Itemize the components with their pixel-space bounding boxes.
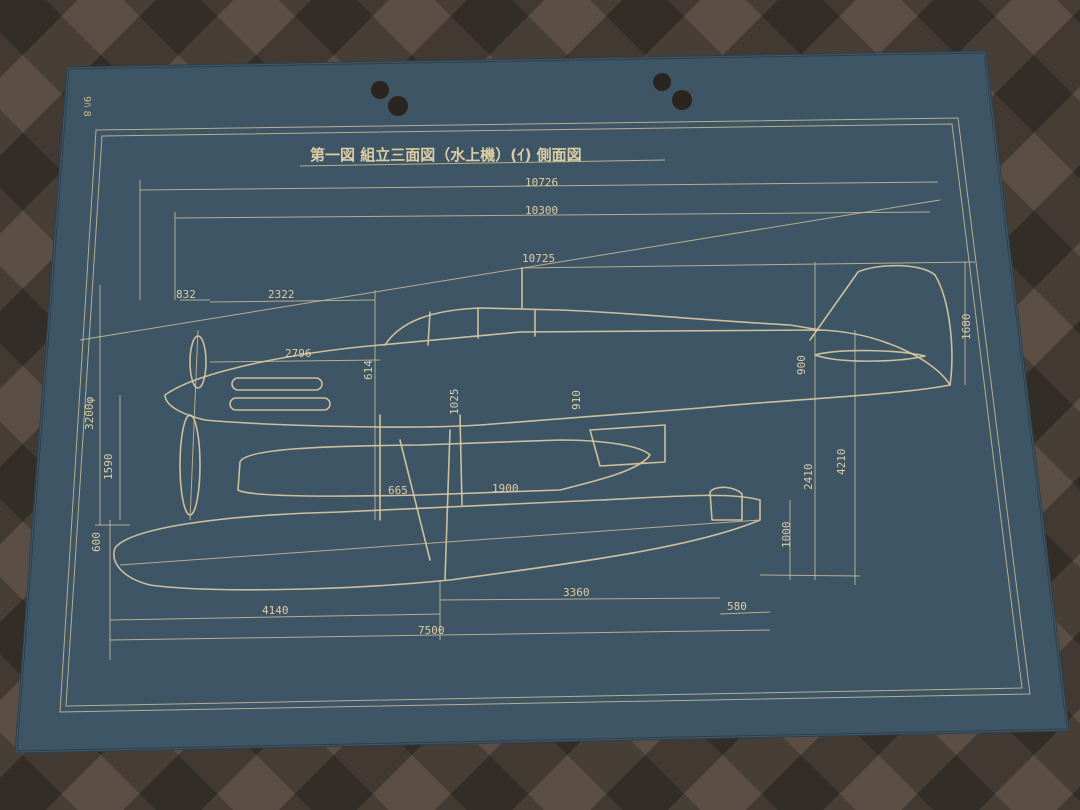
dim-float-length-front: 4140 <box>262 604 289 617</box>
dim-cowl-to-cockpit: 2796 <box>285 347 312 360</box>
dim-mid-d: 614 <box>362 360 375 380</box>
drawing-title: 第一図 組立三面図（水上機）(ｲ) 側面図 <box>310 146 582 164</box>
inner-frame <box>65 123 1023 707</box>
corner-note: 9ﾊ 8 <box>81 96 92 117</box>
dim-prop-lower: 1590 <box>102 454 115 481</box>
dim-rear-step: 1000 <box>780 522 793 549</box>
dim-float-tail: 580 <box>727 600 747 613</box>
dim-float-front: 600 <box>90 532 103 552</box>
outer-frame <box>59 117 1031 713</box>
dim-prop-diameter: 3200φ <box>83 397 96 430</box>
dim-strut-height: 2410 <box>802 464 815 491</box>
dim-nose-offset: 832 <box>176 288 196 301</box>
dim-fin-offset: 900 <box>795 355 808 375</box>
dim-float-length-rear: 3360 <box>563 586 590 599</box>
dim-wing-span-mark: 10725 <box>522 252 555 265</box>
fuselage-outline <box>164 329 951 428</box>
dim-mid-b: 1900 <box>492 482 519 495</box>
stabilizer-outline <box>814 349 926 362</box>
float-outline <box>113 494 761 591</box>
punch-hole-right <box>653 73 671 91</box>
dim-nose-to-wing: 2322 <box>268 288 295 301</box>
canopy-outline <box>384 307 821 346</box>
dim-float-total: 7500 <box>418 624 445 637</box>
dim-mid-c: 910 <box>570 390 583 410</box>
dim-overall-top: 10726 <box>525 176 558 189</box>
wing-outline <box>237 439 651 497</box>
dim-overall-second: 10300 <box>525 204 558 217</box>
dim-mid-a: 665 <box>388 484 408 497</box>
dim-mid-e: 1025 <box>448 389 461 416</box>
tail-fin-outline <box>809 264 953 386</box>
dim-overall-height: 4210 <box>835 449 848 476</box>
dim-tail-height: 1680 <box>960 314 973 341</box>
blueprint-sheet <box>14 50 1070 754</box>
punch-hole-left <box>371 81 389 99</box>
